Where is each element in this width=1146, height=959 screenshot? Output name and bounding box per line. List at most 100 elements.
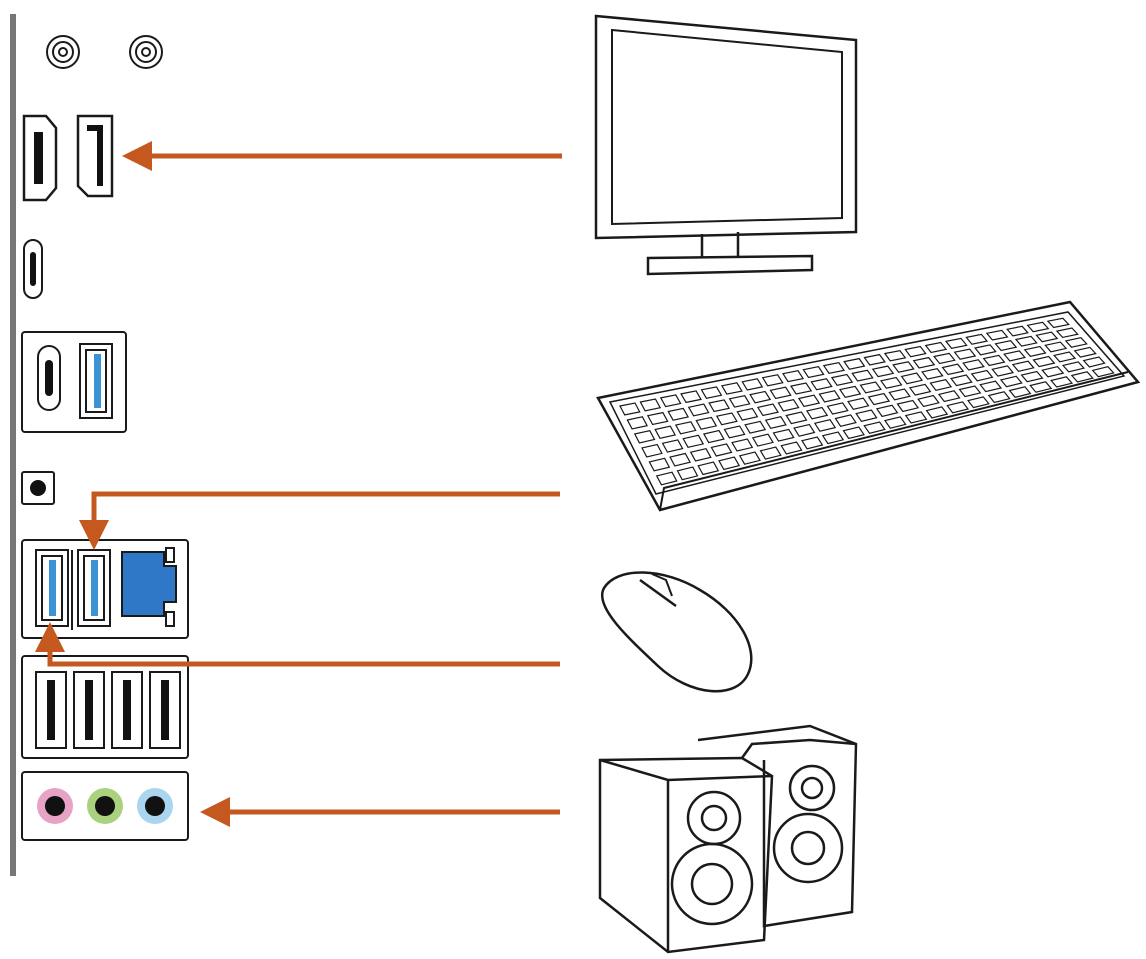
- keyboard-key: [863, 353, 886, 366]
- keyboard-key: [764, 416, 787, 429]
- keyboard-key: [1020, 370, 1044, 383]
- usb-3-port-blue: [77, 549, 111, 627]
- usb-2-port: [35, 671, 67, 749]
- keyboard-key: [1061, 361, 1086, 373]
- keyboard-key: [759, 446, 782, 460]
- keyboard-key: [761, 374, 784, 387]
- keyboard-key: [801, 436, 824, 450]
- keyboard-key: [982, 354, 1006, 367]
- keyboard-key: [1052, 351, 1077, 363]
- keyboard-key: [896, 399, 920, 413]
- keyboard-key: [1064, 337, 1088, 348]
- keyboard-key: [646, 411, 669, 426]
- keyboard-key: [1023, 345, 1047, 357]
- usb-type-c-port: [37, 345, 61, 411]
- keyboard-key: [884, 416, 907, 429]
- keyboard-key: [991, 365, 1015, 377]
- keyboard-key: [875, 404, 899, 418]
- keyboard-key: [826, 402, 849, 415]
- keyboard-key: [805, 406, 829, 420]
- keyboard-key: [1044, 341, 1068, 353]
- keyboard-key: [674, 421, 697, 435]
- keyboard-key: [751, 433, 774, 447]
- keyboard-key: [946, 401, 970, 414]
- port-group-frame: [21, 771, 189, 841]
- keyboard-key: [702, 429, 725, 444]
- keyboard-key: [941, 363, 965, 376]
- mouse-arrow: [35, 622, 560, 667]
- keyboard-key: [900, 372, 924, 385]
- audio-jack-blue: [137, 788, 173, 824]
- keyboard-key: [641, 443, 663, 458]
- audio-jack-pink: [37, 788, 73, 824]
- keyboard-key: [904, 411, 928, 424]
- keyboard-key: [883, 349, 907, 362]
- keyboard-key: [842, 426, 865, 440]
- keyboard-key: [689, 448, 712, 462]
- keyboard-key: [953, 348, 977, 360]
- keyboard-key: [782, 370, 805, 383]
- keyboard-key: [1091, 366, 1115, 378]
- keyboard-key: [710, 443, 733, 457]
- keyboard-key: [655, 471, 678, 486]
- keyboard-key: [810, 378, 833, 391]
- keyboard-key: [756, 403, 779, 417]
- keyboard-key: [818, 390, 841, 403]
- keyboard-key: [736, 407, 759, 421]
- keyboard-key: [1055, 327, 1079, 339]
- keyboard-key: [1029, 381, 1053, 393]
- keyboard-key: [780, 441, 803, 455]
- lan-port: [121, 547, 177, 627]
- keyboard-key: [697, 461, 720, 476]
- keyboard-key: [929, 379, 953, 391]
- keyboard-arrow: [79, 491, 560, 550]
- keyboard-key: [908, 383, 932, 396]
- keyboard-key: [813, 419, 837, 432]
- usb-2-port: [73, 671, 105, 749]
- keyboard-key: [669, 452, 692, 467]
- keyboard-key: [924, 341, 948, 354]
- keyboard-key: [738, 451, 761, 465]
- usb-3-port-blue: [79, 343, 113, 419]
- keyboard-key: [659, 394, 682, 408]
- keyboard-key: [1026, 321, 1050, 333]
- keyboard-key: [871, 365, 895, 378]
- keyboard-key: [847, 397, 870, 410]
- mouse-icon: [601, 571, 753, 693]
- keyboard-key: [772, 428, 795, 442]
- keyboard-key: [958, 385, 982, 398]
- keyboard-key: [741, 378, 764, 391]
- keyboard-key: [912, 356, 936, 369]
- keyboard-key: [797, 394, 821, 408]
- usb-2-port: [149, 671, 181, 749]
- keyboard-key: [1050, 376, 1074, 388]
- keyboard-key: [999, 375, 1023, 388]
- keyboard-key: [1006, 325, 1029, 337]
- keyboard-key: [843, 357, 866, 370]
- connection-arrows: [35, 141, 562, 827]
- keyboard-key: [639, 398, 662, 412]
- keyboard-key: [1046, 317, 1070, 329]
- keyboard-key: [728, 395, 751, 408]
- keyboard-key: [855, 409, 878, 422]
- keyboard-key: [950, 374, 973, 387]
- keyboard-key: [904, 345, 927, 358]
- keyboard-key: [661, 439, 684, 453]
- keyboard-key: [718, 456, 741, 471]
- keyboard-key: [700, 386, 723, 399]
- keyboard-key: [979, 380, 1003, 393]
- keyboard-key: [834, 414, 857, 427]
- bios-flashback-button: [21, 471, 55, 505]
- usb-type-c-port: [23, 239, 43, 299]
- keyboard-key: [839, 385, 862, 398]
- keyboard-key: [879, 376, 903, 389]
- wifi-antenna-connector: [129, 35, 163, 69]
- keyboard-key: [744, 420, 767, 434]
- port-group-frame: [21, 331, 127, 433]
- keyboard-key: [802, 366, 825, 379]
- keyboard-key: [619, 402, 641, 416]
- keyboard-key: [863, 421, 886, 434]
- keyboard-key: [731, 438, 754, 452]
- usb-2-port: [111, 671, 143, 749]
